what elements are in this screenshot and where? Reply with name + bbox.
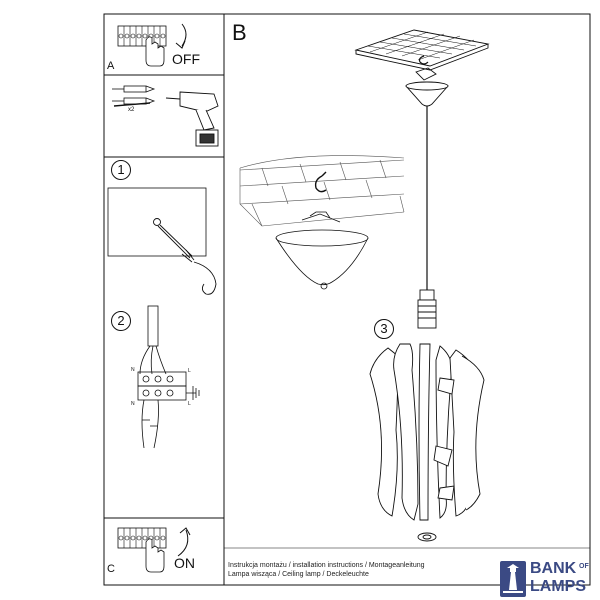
terminal-l-bottom: L xyxy=(188,401,191,407)
panel-b-label: B xyxy=(232,20,247,45)
arrow-down-icon xyxy=(175,23,187,49)
switch-off-label: OFF xyxy=(172,51,200,67)
logo-word-lamps: LAMPS xyxy=(530,578,586,595)
switch-on-label: ON xyxy=(174,555,195,571)
step-1-badge: 1 xyxy=(111,160,131,180)
logo-word-bank: BANK xyxy=(530,560,577,577)
dowel-screw-icon xyxy=(112,85,156,107)
pendant-canopy-icon xyxy=(405,81,449,107)
hand-icon xyxy=(145,36,165,67)
step-2-badge: 2 xyxy=(111,311,131,331)
ceiling-detail-inset xyxy=(239,155,405,227)
terminal-n-top: N xyxy=(131,367,135,373)
panel-a-label: A xyxy=(107,60,115,72)
ceiling-plate-icon xyxy=(354,29,490,81)
dowel-count-label: x2 xyxy=(128,107,135,113)
sheet-frame xyxy=(103,13,591,586)
wiring-diagram xyxy=(137,305,200,449)
hand-icon-c xyxy=(145,538,165,573)
hook-cable-icon xyxy=(153,218,217,295)
arrow-up-icon xyxy=(177,527,191,557)
lamp-holder-icon xyxy=(417,289,437,329)
lighthouse-icon xyxy=(500,561,526,597)
logo-word-of: OF xyxy=(579,563,589,570)
terminal-block-icon xyxy=(117,25,167,47)
terminal-block-icon-c xyxy=(117,527,167,549)
caption-line-2: Lampa wisząca / Ceiling lamp / Deckeleuc… xyxy=(228,571,369,578)
terminal-n-bottom: N xyxy=(131,401,135,407)
terminal-l-top: L xyxy=(188,368,191,374)
ceiling-hook-icon xyxy=(314,171,327,193)
canopy-icon xyxy=(275,211,369,290)
step-3-badge: 3 xyxy=(374,319,394,339)
caption-line-1: Instrukcja montażu / installation instru… xyxy=(228,562,425,569)
drill-icon xyxy=(165,91,219,147)
ceiling-plate-outline xyxy=(107,187,207,257)
lampshade-icon xyxy=(369,343,485,521)
brand-logo: BANK OF LAMPS xyxy=(499,558,600,600)
panel-c-label: C xyxy=(107,563,115,575)
finial-icon xyxy=(417,532,437,542)
